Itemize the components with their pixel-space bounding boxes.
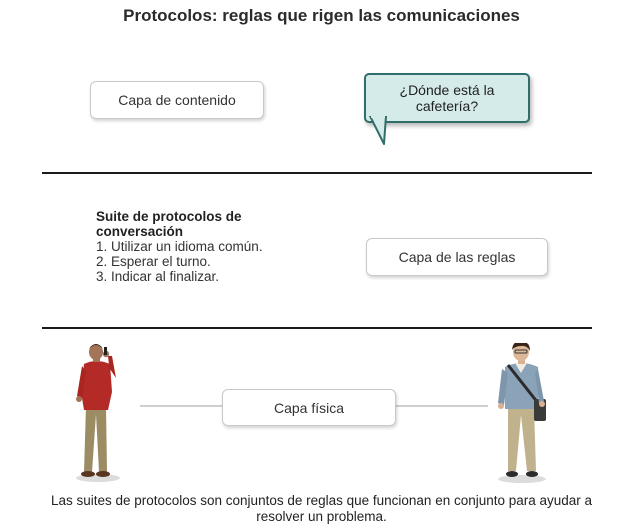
protocol-suite-text: Suite de protocolos de conversación 1. U…: [96, 209, 336, 284]
suite-heading-line2: conversación: [96, 224, 184, 239]
suite-rule-item: 3. Indicar al finalizar.: [96, 269, 220, 284]
speech-bubble-line2: cafetería?: [415, 98, 479, 114]
rules-layer-label: Capa de las reglas: [398, 249, 516, 265]
suite-rule-item: 1. Utilizar un idioma común.: [96, 239, 263, 254]
speech-bubble: ¿Dónde está la cafetería?: [364, 73, 530, 123]
person-left-figure: [76, 344, 120, 482]
content-layer-box: Capa de contenido: [90, 81, 264, 119]
suite-heading-line1: Suite de protocolos de: [96, 209, 242, 224]
physical-layer-box: Capa física: [222, 389, 396, 426]
speech-bubble-line1: ¿Dónde está la: [399, 82, 495, 98]
divider-bottom: [42, 327, 592, 329]
caption: Las suites de protocolos son conjuntos d…: [0, 493, 643, 525]
suite-rule-item: 2. Esperar el turno.: [96, 254, 211, 269]
suite-rule-list: 1. Utilizar un idioma común. 2. Esperar …: [96, 239, 336, 284]
page-title: Protocolos: reglas que rigen las comunic…: [123, 6, 520, 25]
content-layer-label: Capa de contenido: [118, 92, 236, 108]
caption-line2: resolver un problema.: [256, 509, 387, 524]
speech-bubble-tail: [369, 116, 387, 145]
physical-link-left: [140, 405, 222, 407]
physical-link-right: [396, 405, 488, 407]
person-right-figure: [498, 343, 546, 483]
physical-layer-label: Capa física: [273, 399, 345, 416]
divider-top: [42, 172, 592, 174]
caption-line1: Las suites de protocolos son conjuntos d…: [50, 493, 593, 508]
rules-layer-box: Capa de las reglas: [366, 238, 548, 276]
